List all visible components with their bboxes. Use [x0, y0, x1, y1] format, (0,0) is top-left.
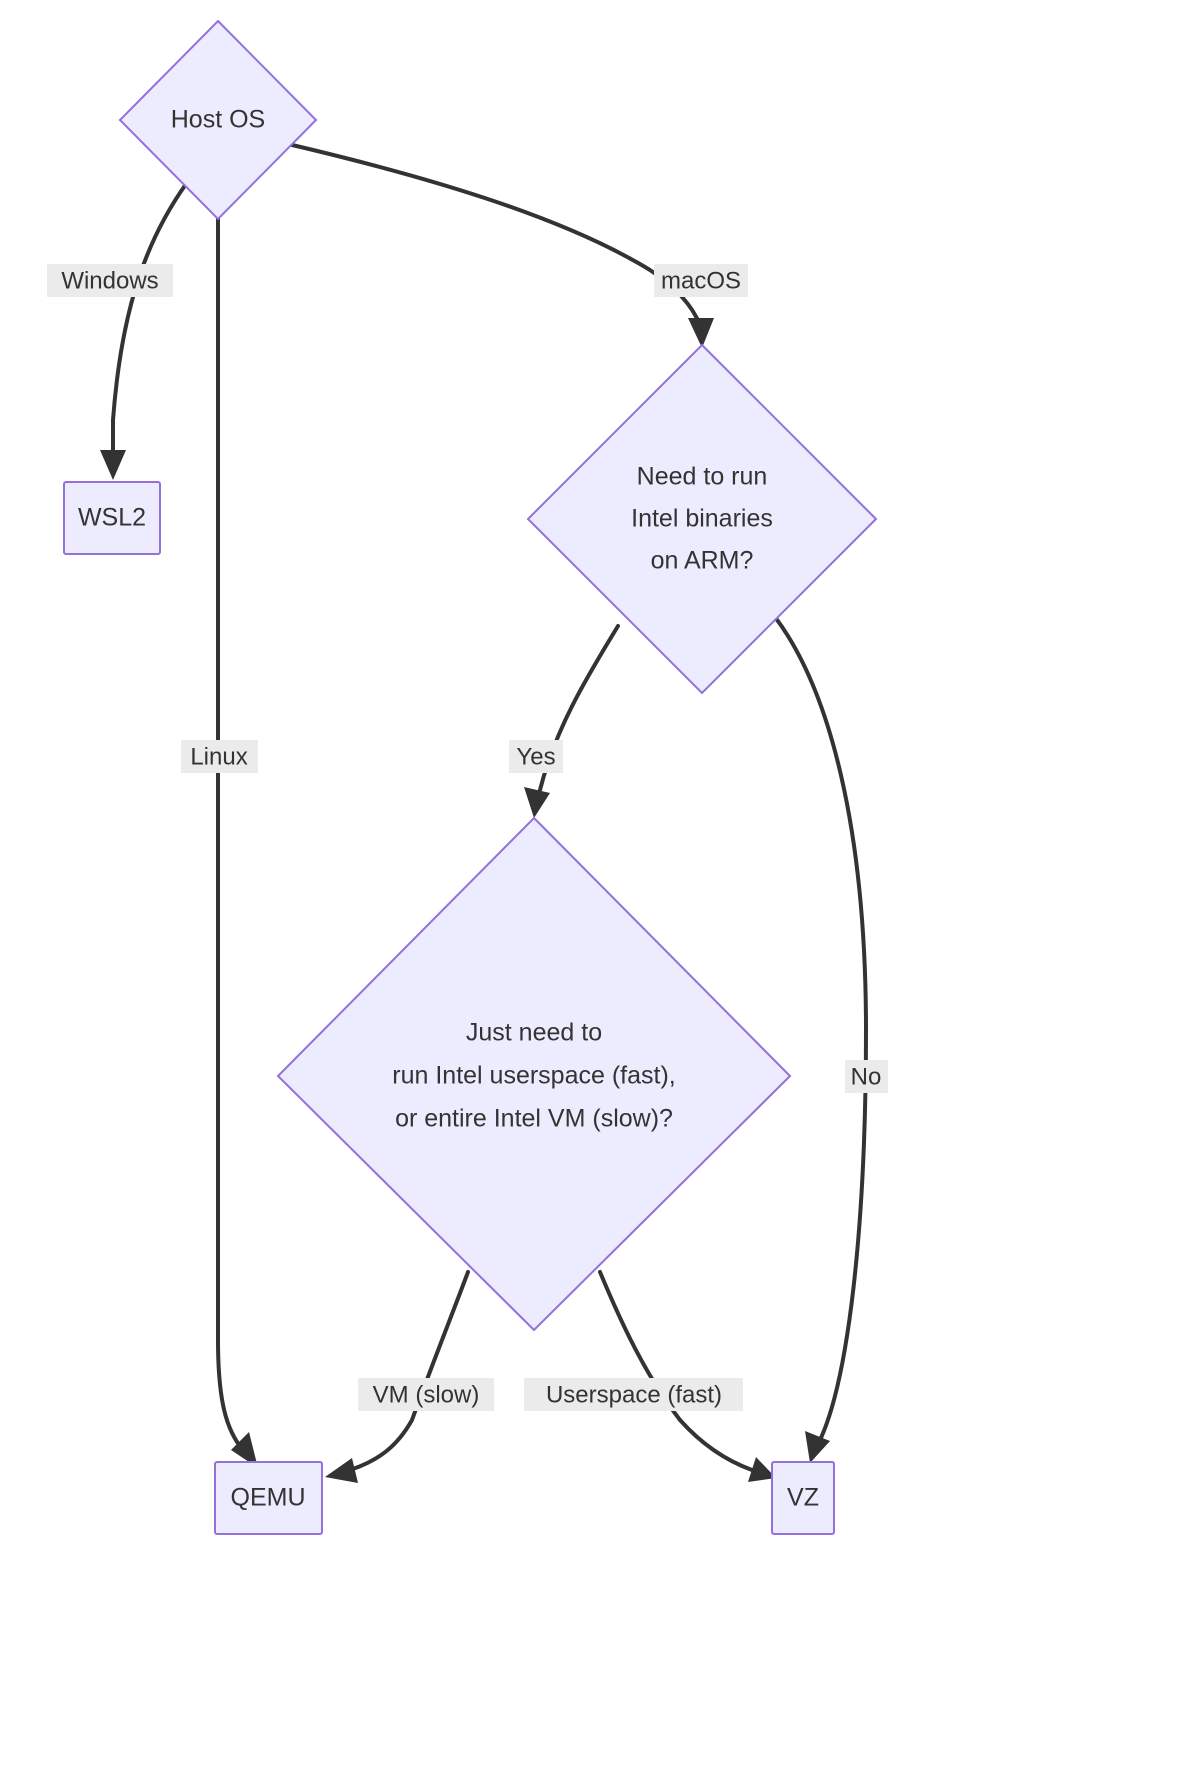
edge-label-yes-bg [509, 740, 563, 773]
edge-label-yes-text: Yes [516, 743, 555, 770]
edge-path-linux [216, 198, 245, 1452]
arrow-head-macos [688, 318, 714, 348]
node-need-intel[interactable]: Need to run Intel binaries on ARM? [526, 343, 878, 695]
node-userspace-or-vm[interactable]: Just need to run Intel userspace (fast),… [276, 816, 792, 1332]
qemu-rect-shape [214, 1461, 323, 1535]
edge-host-os-to-need-intel [286, 142, 714, 348]
edge-label-windows: Windows [47, 264, 173, 297]
node-vz[interactable]: VZ [771, 1461, 835, 1535]
edge-label-windows-text: Windows [61, 267, 158, 294]
edge-label-yes: Yes [509, 740, 563, 773]
edge-label-userspace-fast: Userspace (fast) [524, 1378, 743, 1411]
arrow-head-windows [100, 450, 126, 480]
vz-label: VZ [787, 1484, 819, 1512]
edge-label-linux: Linux [181, 740, 258, 773]
edge-path-macos [286, 142, 702, 327]
arrow-head-yes [524, 787, 550, 818]
edge-host-os-to-qemu [216, 198, 258, 1468]
wsl2-rect-shape [63, 481, 161, 555]
edge-path-vm-slow [348, 1270, 470, 1472]
node-wsl2[interactable]: WSL2 [63, 481, 161, 555]
host-os-label: Host OS [171, 106, 265, 134]
edge-need-intel-to-vz [773, 615, 869, 1463]
edge-path-windows [111, 182, 188, 457]
need-intel-label-line-1: Need to run [637, 463, 768, 491]
edge-label-no-bg [845, 1060, 888, 1093]
userspace-or-vm-label-line-3: or entire Intel VM (slow)? [395, 1105, 673, 1133]
edge-label-macos: macOS [654, 264, 748, 297]
arrow-head-linux [231, 1432, 258, 1468]
wsl2-label: WSL2 [78, 504, 146, 532]
edge-label-linux-bg [181, 740, 258, 773]
arrow-head-userspace-fast [748, 1457, 776, 1482]
edge-label-no-text: No [851, 1063, 882, 1090]
arrow-head-vm-slow [325, 1458, 358, 1483]
edge-label-vm-slow: VM (slow) [358, 1378, 494, 1411]
edge-path-userspace-fast [598, 1270, 754, 1472]
edge-host-os-to-wsl2 [100, 182, 188, 480]
userspace-or-vm-label-line-1: Just need to [466, 1019, 602, 1047]
node-qemu[interactable]: QEMU [214, 1461, 323, 1535]
edge-label-macos-bg [654, 264, 748, 297]
edge-userspace-or-vm-to-vz [598, 1270, 776, 1482]
edge-label-no: No [845, 1060, 888, 1093]
edge-label-linux-text: Linux [190, 743, 247, 770]
edge-label-vm-slow-bg [358, 1378, 494, 1411]
edge-label-userspace-fast-bg [524, 1378, 743, 1411]
need-intel-label-line-2: Intel binaries [631, 505, 773, 533]
qemu-label: QEMU [231, 1484, 306, 1512]
vz-rect-shape [771, 1461, 835, 1535]
userspace-or-vm-diamond-shape [276, 816, 792, 1332]
edge-label-windows-bg [47, 264, 173, 297]
edge-need-intel-to-userspace-or-vm [524, 624, 620, 818]
userspace-or-vm-label-line-2: run Intel userspace (fast), [392, 1062, 675, 1090]
node-host-os[interactable]: Host OS [118, 19, 318, 221]
edge-label-vm-slow-text: VM (slow) [373, 1381, 480, 1408]
host-os-diamond-shape [118, 19, 318, 221]
edge-userspace-or-vm-to-qemu [325, 1270, 470, 1483]
edge-label-macos-text: macOS [661, 267, 741, 294]
arrow-head-no [805, 1431, 830, 1463]
edge-label-userspace-fast-text: Userspace (fast) [546, 1381, 722, 1408]
need-intel-diamond-shape [526, 343, 878, 695]
edge-path-no [773, 615, 869, 1442]
need-intel-label-line-3: on ARM? [651, 547, 754, 575]
